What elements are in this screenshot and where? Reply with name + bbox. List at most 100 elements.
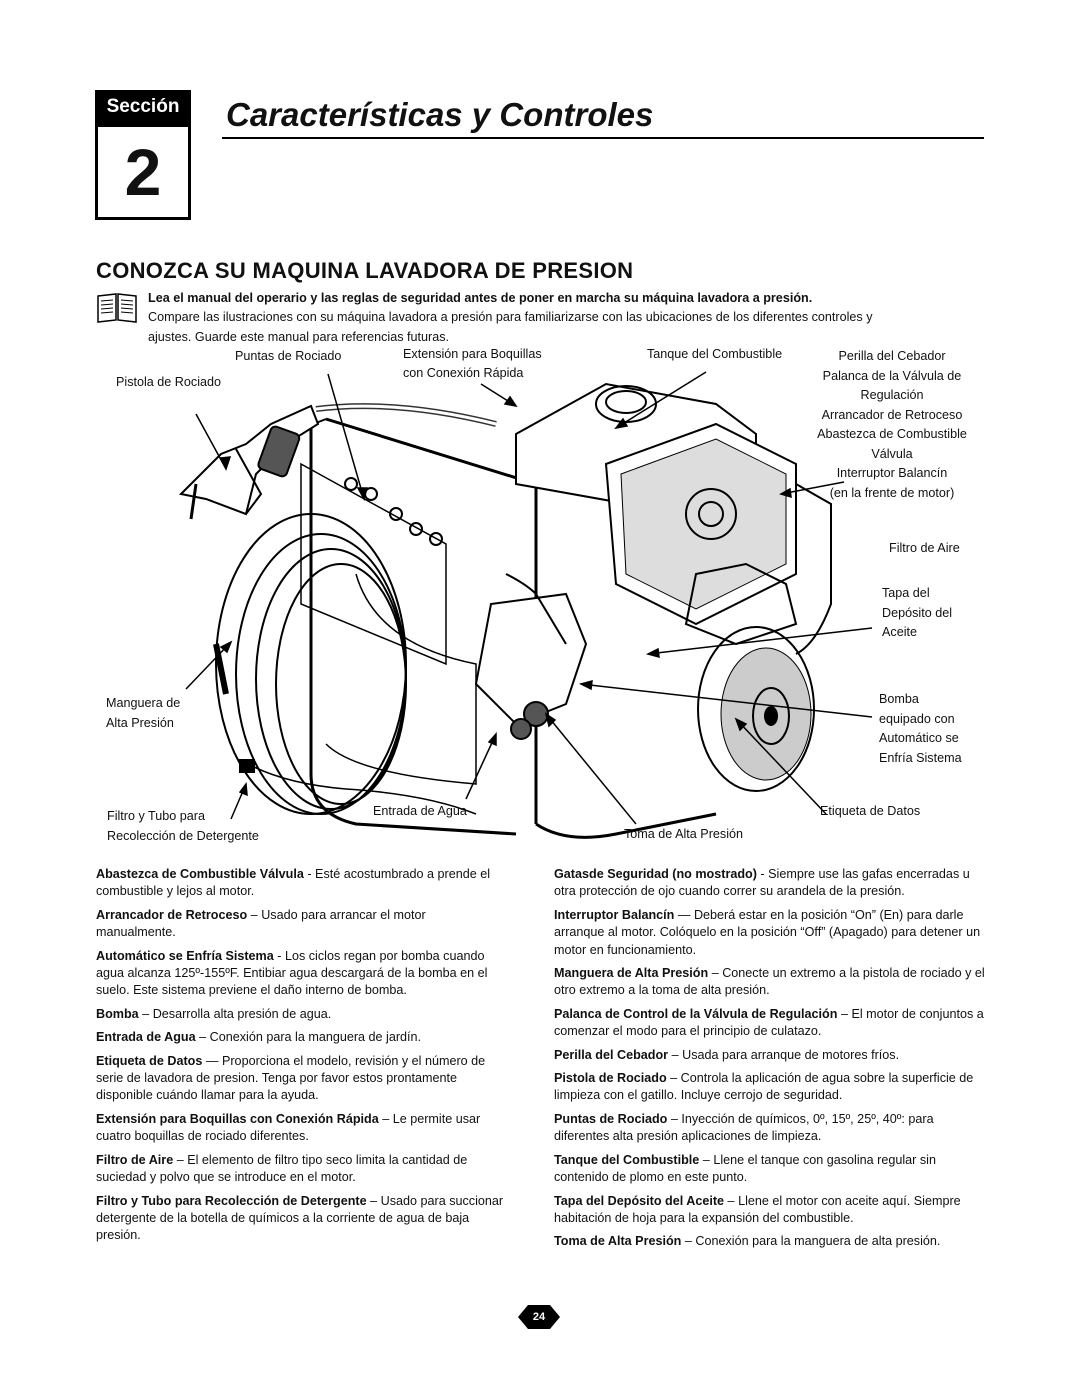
desc-term: Entrada de Agua	[96, 1030, 196, 1045]
intro-paragraph: Lea el manual del operario y las reglas …	[148, 289, 988, 327]
label-manguera: Manguera de Alta Presión	[106, 694, 180, 733]
desc-term: Automático se Enfría Sistema	[96, 948, 274, 963]
desc-item: Extensión para Boquillas con Conexión Rá…	[96, 1111, 508, 1146]
label-perilla: Perilla del Cebador	[838, 349, 946, 363]
left-column: Abastezca de Combustible Válvula - Esté …	[96, 866, 508, 1251]
desc-text: – Conexión para la manguera de jardín.	[195, 1030, 422, 1045]
desc-text: – El motor de conjuntos a comenzar el mo…	[554, 1006, 984, 1039]
label-frente-motor: (en la frente de motor)	[829, 485, 955, 500]
desc-text: — Proporciona el modelo, revisión y el n…	[96, 1053, 486, 1103]
label-bomba-line1: Bomba	[879, 692, 919, 706]
desc-item: Entrada de Agua – Conexión para la mangu…	[96, 1029, 508, 1046]
label-entrada-de-agua: Entrada de Agua	[373, 804, 467, 818]
desc-term: Arrancador de Retroceso	[96, 907, 248, 922]
label-tapa-deposito: Tapa del Depósito del Aceite	[882, 584, 952, 643]
desc-text: - Los ciclos regan por bomba cuando agua…	[96, 948, 488, 998]
label-etiqueta-de-datos: Etiqueta de Datos	[820, 804, 921, 818]
desc-item: Filtro de Aire – El elemento de filtro t…	[96, 1152, 508, 1187]
label-filtro-tubo-line2: Recolección de Detergente	[107, 828, 259, 843]
desc-item: Abastezca de Combustible Válvula - Esté …	[96, 866, 508, 901]
manual-book-icon	[97, 293, 137, 323]
desc-term: Manguera de Alta Presión	[554, 966, 709, 981]
title-rule	[222, 137, 984, 139]
desc-text: – Llene el motor con aceite aquí. Siempr…	[554, 1193, 961, 1225]
right-column: Gatasde Seguridad (no mostrado) - Siempr…	[554, 866, 986, 1257]
desc-item: Automático se Enfría Sistema - Los ciclo…	[96, 948, 508, 1000]
desc-text: – Inyección de químicos, 0º, 15º, 25º, 4…	[554, 1111, 934, 1144]
label-tanque: Tanque del Combustible	[647, 347, 783, 361]
label-abastezca: Abastezca de Combustible	[817, 427, 967, 441]
desc-item: Bomba – Desarrolla alta presión de agua.	[96, 1006, 508, 1023]
desc-item: Perilla del Cebador – Usada para arranqu…	[554, 1047, 986, 1064]
label-pistola-de-rociado: Pistola de Rociado	[116, 375, 222, 389]
desc-term: Extensión para Boquillas con Conexión Rá…	[96, 1111, 379, 1126]
pressure-washer-illustration	[178, 371, 873, 839]
label-palanca: Palanca de la Válvula de	[822, 368, 962, 383]
section-title: Características y Controles	[226, 96, 654, 133]
desc-item: Palanca de Control de la Válvula de Regu…	[554, 1006, 986, 1041]
label-manguera-line1: Manguera de	[106, 696, 181, 710]
desc-term: Filtro de Aire	[96, 1152, 174, 1167]
label-extension-line2: con Conexión Rápida	[403, 366, 524, 380]
desc-term: Abastezca de Combustible Válvula	[96, 867, 304, 881]
desc-term: Interruptor Balancín	[554, 907, 675, 922]
label-filtro-de-aire: Filtro de Aire	[889, 541, 960, 555]
desc-text: – Le permite usar cuatro boquillas de ro…	[96, 1111, 481, 1144]
desc-item: Etiqueta de Datos — Proporciona el model…	[96, 1053, 508, 1105]
desc-term: Gatasde Seguridad (no mostrado)	[554, 867, 757, 881]
label-bomba-line4: Enfría Sistema	[879, 750, 962, 765]
desc-term: Toma de Alta Presión	[554, 1234, 682, 1249]
label-right-list: Perilla del Cebador Palanca de la Válvul…	[802, 347, 982, 503]
desc-item: Pistola de Rociado – Controla la aplicac…	[554, 1070, 986, 1105]
desc-item: Arrancador de Retroceso – Usado para arr…	[96, 907, 508, 942]
page-number: 24	[518, 1305, 560, 1329]
desc-item: Interruptor Balancín — Deberá estar en l…	[554, 907, 986, 959]
desc-text: - Siempre use las gafas encerradas u otr…	[554, 867, 970, 899]
desc-term: Tanque del Combustible	[554, 1152, 700, 1167]
desc-text: – Desarrolla alta presión de agua.	[138, 1006, 332, 1021]
desc-term: Perilla del Cebador	[554, 1047, 669, 1062]
desc-text: – Conecte un extremo a la pistola de roc…	[554, 966, 985, 998]
desc-term: Etiqueta de Datos	[96, 1053, 203, 1068]
intro-line: Compare las ilustraciones con su máquina…	[148, 310, 873, 324]
pressure-washer-diagram: Puntas de Rociado Pistola de Rociado Ext…	[96, 344, 988, 848]
desc-item: Toma de Alta Presión – Conexión para la …	[554, 1233, 986, 1250]
desc-term: Palanca de Control de la Válvula de Regu…	[554, 1006, 838, 1021]
desc-text: – Llene el tanque con gasolina regular s…	[554, 1152, 936, 1185]
desc-text: – Conexión para la manguera de alta pres…	[681, 1234, 941, 1249]
desc-term: Filtro y Tubo para Recolección de Deterg…	[96, 1193, 367, 1208]
label-regulacion: Regulación	[860, 388, 924, 402]
label-tapa-line1: Tapa del	[882, 586, 930, 600]
label-bomba-line3: Automático se	[879, 731, 959, 745]
label-extension-line1: Extensión para Boquillas	[403, 347, 542, 361]
desc-term: Bomba	[96, 1006, 139, 1021]
label-bomba: Bomba equipado con Automático se Enfría …	[879, 690, 962, 768]
desc-text: – Usado para arrancar el motor manualmen…	[96, 907, 426, 940]
label-valvula: Válvula	[871, 446, 913, 461]
desc-item: Tapa del Depósito del Aceite – Llene el …	[554, 1193, 986, 1228]
desc-text: - Esté acostumbrado a prende el combusti…	[96, 867, 491, 899]
desc-text: – Usado para succionar detergente de la …	[96, 1193, 504, 1243]
label-tapa-line3: Aceite	[882, 625, 918, 639]
intro-lead: Lea el manual del operario y las reglas …	[148, 291, 813, 305]
page-number-text: 24	[532, 1311, 546, 1323]
section-number: 2	[95, 124, 191, 220]
label-arrancador: Arrancador de Retroceso	[821, 407, 963, 422]
intro-line-2: ajustes. Guarde este manual para referen…	[148, 330, 450, 344]
desc-item: Gatasde Seguridad (no mostrado) - Siempr…	[554, 866, 986, 901]
desc-item: Puntas de Rociado – Inyección de químico…	[554, 1111, 986, 1146]
desc-text: – Usada para arranque de motores fríos.	[668, 1047, 900, 1062]
desc-term: Tapa del Depósito del Aceite	[554, 1193, 725, 1208]
page-heading: CONOZCA SU MAQUINA LAVADORA DE PRESION	[96, 258, 634, 283]
desc-text: — Deberá estar en la posición “On” (En) …	[554, 907, 981, 957]
label-tapa-line2: Depósito del	[882, 605, 953, 620]
label-manguera-line2: Alta Presión	[106, 715, 174, 730]
section-tab: Sección	[95, 90, 191, 124]
desc-item: Tanque del Combustible – Llene el tanque…	[554, 1152, 986, 1187]
label-filtro-tubo: Filtro y Tubo para Recolección de Deterg…	[107, 807, 259, 846]
label-interruptor: Interruptor Balancín	[836, 466, 948, 480]
desc-item: Manguera de Alta Presión – Conecte un ex…	[554, 965, 986, 1000]
label-toma-alta-presion: Toma de Alta Presión	[624, 827, 744, 841]
label-filtro-tubo-line1: Filtro y Tubo para	[107, 809, 205, 823]
label-bomba-line2: equipado con	[879, 711, 955, 726]
